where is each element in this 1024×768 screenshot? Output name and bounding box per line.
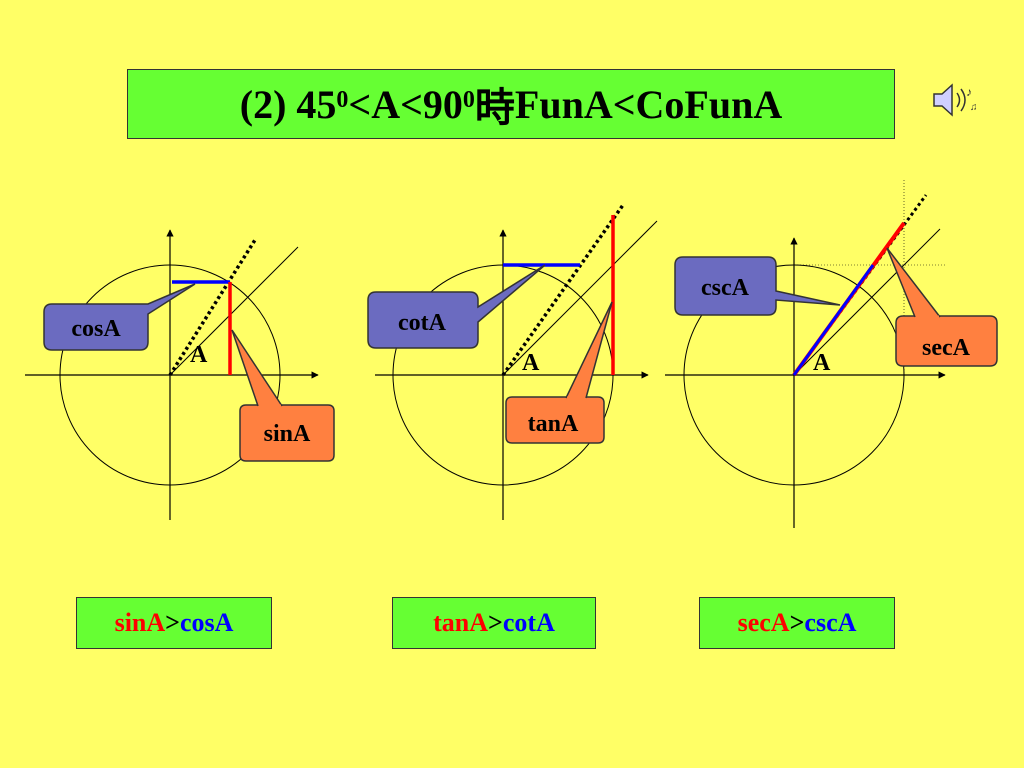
csc-segment <box>792 264 875 376</box>
callout-cos: cosA <box>43 283 196 351</box>
title-prefix: (2) 45 <box>239 81 337 127</box>
answer-3-left: secA <box>737 608 790 637</box>
callout-csc: cscA <box>674 256 841 316</box>
title-degree-2: 0 <box>462 86 475 113</box>
answer-2-op: > <box>488 608 503 637</box>
callout-cos-label: cosA <box>71 316 121 342</box>
angle-label-2: A <box>522 350 540 376</box>
answer-1-op: > <box>165 608 180 637</box>
answer-1-left: sinA <box>114 608 166 637</box>
callout-csc-label: cscA <box>701 275 750 301</box>
callout-tan: tanA <box>505 301 613 444</box>
answer-2-right: cotA <box>502 608 555 637</box>
answer-2-left: tanA <box>433 608 489 637</box>
line-45deg-1 <box>169 246 299 376</box>
answer-box-tan-cot: tanA>cotA <box>392 597 596 649</box>
callout-sin: sinA <box>231 329 335 462</box>
callout-sin-label: sinA <box>264 421 311 447</box>
callout-tan-label: tanA <box>528 411 579 437</box>
svg-text:♪: ♪ <box>966 85 972 99</box>
title-degree-1: 0 <box>336 86 349 113</box>
svg-text:♫: ♫ <box>970 102 978 113</box>
panel-tan-cot: A cotA tanA <box>367 203 658 520</box>
callout-cot: cotA <box>367 264 546 349</box>
title-middle: <A<90 <box>348 81 463 127</box>
title-cjk: 時 <box>474 85 515 131</box>
answer-1-right: cosA <box>179 608 234 637</box>
terminal-ray-2 <box>501 203 625 377</box>
panel-sin-cos: A cosA sinA <box>25 229 335 520</box>
title-suffix: FunA<CoFunA <box>514 81 783 127</box>
answer-3-op: > <box>789 608 805 637</box>
callout-sec: secA <box>886 247 998 367</box>
callout-sec-label: secA <box>922 335 971 361</box>
answer-3-right: cscA <box>804 608 857 637</box>
callout-cot-label: cotA <box>398 310 447 336</box>
answer-box-sec-csc: secA>cscA <box>699 597 895 649</box>
panel-sec-csc: A cscA secA <box>665 180 998 528</box>
line-45deg-2 <box>502 220 658 376</box>
line-45deg-3 <box>793 228 941 376</box>
terminal-ray-1 <box>168 239 257 376</box>
angle-label-1: A <box>190 342 208 368</box>
answer-box-sin-cos: sinA>cosA <box>76 597 272 649</box>
speaker-icon[interactable]: ♪ ♫ <box>928 80 978 120</box>
angle-label-3: A <box>813 350 831 376</box>
